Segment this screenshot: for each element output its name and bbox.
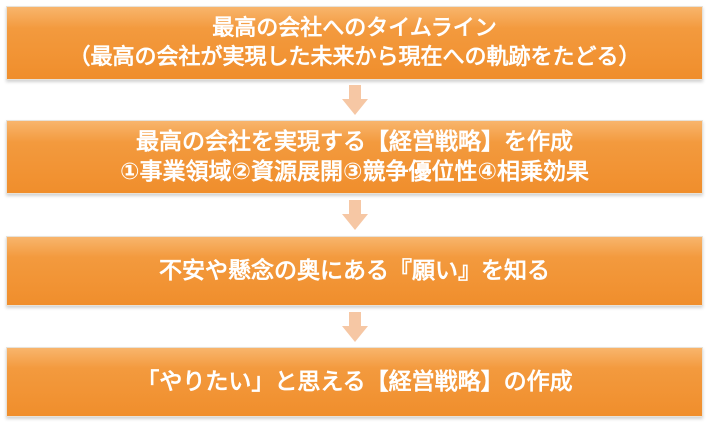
- step-1-title: 最高の会社へのタイムライン: [212, 16, 497, 41]
- step-box-strategy: 最高の会社を実現する【経営戦略】を作成 ①事業領域②資源展開③競争優位性④相乗効…: [6, 120, 703, 194]
- step-box-create-strategy: 「やりたい」と思える【経営戦略】の作成: [6, 347, 703, 417]
- step-3-title: 不安や懸念の奥にある『願い』を知る: [159, 258, 550, 284]
- step-2-subtitle: ①事業領域②資源展開③競争優位性④相乗効果: [120, 159, 589, 185]
- step-1-subtitle: （最高の会社が実現した未来から現在への軌跡をたどる）: [68, 45, 641, 70]
- down-arrow-icon: [342, 312, 368, 342]
- down-arrow-icon: [342, 200, 368, 230]
- step-2-title: 最高の会社を実現する【経営戦略】を作成: [136, 129, 573, 155]
- step-4-title: 「やりたい」と思える【経営戦略】の作成: [136, 369, 573, 395]
- down-arrow-icon: [342, 85, 368, 115]
- step-box-timeline: 最高の会社へのタイムライン （最高の会社が実現した未来から現在への軌跡をたどる）: [6, 6, 703, 80]
- step-box-wishes: 不安や懸念の奥にある『願い』を知る: [6, 236, 703, 306]
